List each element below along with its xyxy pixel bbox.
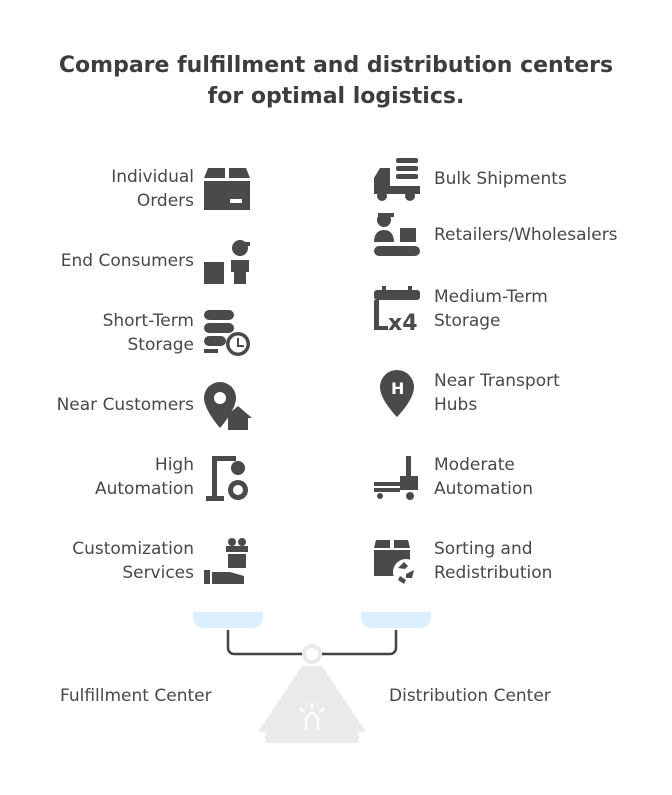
fulfillment-item-near-customers: Near Customers	[57, 377, 252, 433]
calendar-x4-icon: x4	[374, 286, 420, 334]
item-label: Bulk Shipments	[434, 169, 567, 189]
page-title: Compare fulfillment and distribution cen…	[0, 50, 672, 112]
distribution-center-label: Distribution Center	[389, 686, 551, 706]
title-line-2: for optimal logistics.	[207, 84, 465, 109]
robot-arm-icon	[206, 456, 248, 501]
fulfillment-center-label: Fulfillment Center	[60, 686, 212, 706]
worker-conveyor-icon	[374, 213, 420, 256]
title-line-1: Compare fulfillment and distribution cen…	[58, 53, 614, 78]
svg-text:x4: x4	[388, 311, 418, 334]
box-recycle-icon	[374, 540, 419, 585]
package-box-icon	[204, 168, 250, 210]
fulfillment-item-end-consumers: End Consumers	[61, 233, 252, 289]
distribution-item-bulk-shipments: Bulk Shipments	[372, 151, 567, 207]
left-pan	[193, 612, 263, 628]
truck-pallet-icon	[374, 158, 420, 201]
location-home-icon	[204, 382, 252, 430]
scale-pivot	[302, 644, 322, 664]
light-icon	[299, 702, 325, 730]
item-label: End Consumers	[60, 251, 194, 271]
delivery-person-icon	[204, 240, 250, 284]
item-label: Near Customers	[56, 395, 194, 415]
balance-scale	[193, 612, 431, 743]
scale-base	[265, 732, 359, 743]
scale-stand	[258, 666, 366, 732]
distribution-item-retailers-wholesalers: Retailers/Wholesalers	[372, 207, 618, 263]
right-pan	[361, 612, 431, 628]
pallet-jack-icon	[374, 456, 418, 500]
item-label: Retailers/Wholesalers	[434, 225, 618, 245]
scale-beam	[226, 630, 398, 656]
location-hub-icon: H	[380, 370, 414, 417]
server-clock-icon	[204, 310, 250, 356]
svg-text:H: H	[391, 379, 404, 398]
gift-hand-icon	[204, 538, 248, 584]
